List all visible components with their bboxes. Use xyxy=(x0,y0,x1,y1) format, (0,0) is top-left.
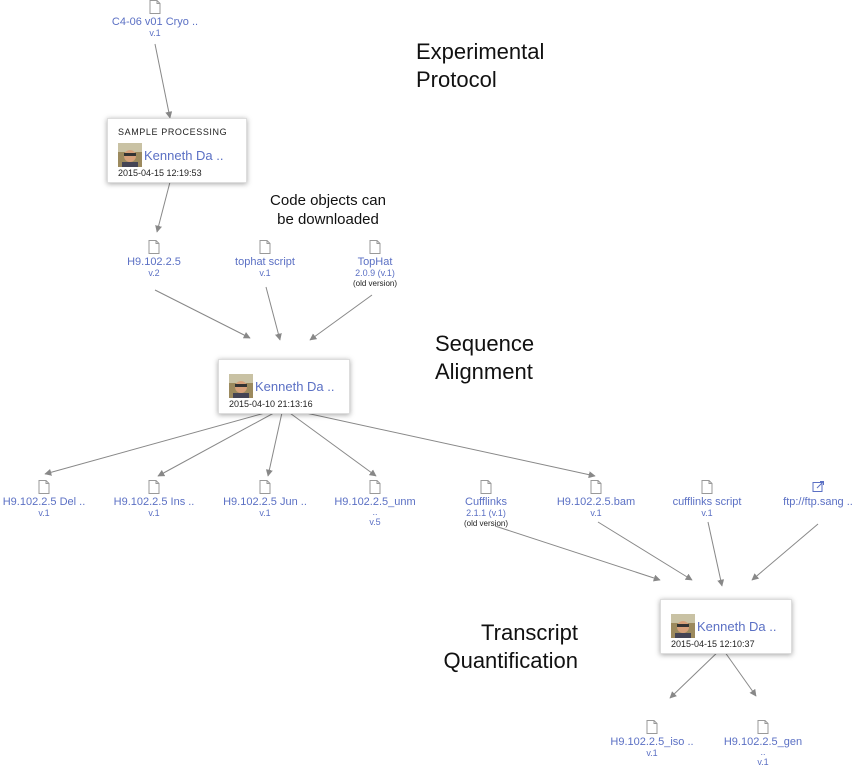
file-name[interactable]: H9.102.2.5 Del .. xyxy=(2,496,86,508)
file-name-ellipsis: .. xyxy=(760,747,766,757)
activity-sample-processing[interactable]: SAMPLE PROCESSING Kenneth Da .. 2015-04-… xyxy=(107,118,247,183)
file-name[interactable]: Cufflinks xyxy=(465,496,507,508)
external-link-icon xyxy=(812,481,824,492)
file-version[interactable]: v.1 xyxy=(590,508,602,518)
file-icon xyxy=(38,480,50,494)
edge-a2-to-unm xyxy=(282,407,377,477)
edge-h9-to-a2 xyxy=(154,289,251,339)
file-icon xyxy=(369,240,381,254)
file-icon xyxy=(646,720,658,734)
file-version[interactable]: v.1 xyxy=(259,508,271,518)
file-node-h9[interactable]: H9.102.2.5 v.2 xyxy=(94,240,214,279)
code-objects-label: Code objects can be downloaded xyxy=(270,192,386,228)
edge-c4-to-a1 xyxy=(154,43,173,119)
activity-user-link[interactable]: Kenneth Da .. xyxy=(144,147,224,163)
file-name[interactable]: H9.102.2.5_gen xyxy=(723,736,803,748)
activity-user-link[interactable]: Kenneth Da .. xyxy=(697,618,777,634)
file-name[interactable]: H9.102.2.5_unm xyxy=(334,496,416,508)
file-icon xyxy=(259,480,271,494)
file-name[interactable]: H9.102.2.5.bam xyxy=(556,496,636,508)
transcript-quantification-label: Transcript Quantification xyxy=(443,620,578,673)
file-version[interactable]: 2.1.1 (v.1) xyxy=(466,508,506,518)
file-node-ins[interactable]: H9.102.2.5 Ins .. v.1 xyxy=(94,480,214,519)
edge-a1-to-h9 xyxy=(155,181,171,233)
edge-cufflinks-to-a3 xyxy=(494,525,661,582)
avatar xyxy=(671,614,695,638)
old-version-note: (old version) xyxy=(352,279,397,288)
file-node-bam[interactable]: H9.102.2.5.bam v.1 xyxy=(536,480,656,519)
experimental-protocol-label: Experimental Protocol xyxy=(416,39,545,92)
file-icon xyxy=(148,240,160,254)
file-name[interactable]: H9.102.2.5 Ins .. xyxy=(113,496,195,508)
edge-ftp-to-a3 xyxy=(751,523,819,581)
file-node-tophat[interactable]: TopHat 2.0.9 (v.1) (old version) xyxy=(315,240,435,289)
file-node-unm[interactable]: H9.102.2.5_unm .. v.5 xyxy=(315,480,435,528)
file-node-jun[interactable]: H9.102.2.5 Jun .. v.1 xyxy=(205,480,325,519)
avatar xyxy=(229,374,253,398)
file-name[interactable]: H9.102.2.5 Jun .. xyxy=(223,496,307,508)
avatar xyxy=(118,143,142,167)
file-name[interactable]: H9.102.2.5_iso .. xyxy=(610,736,694,748)
file-icon xyxy=(369,480,381,494)
file-icon xyxy=(701,480,713,494)
file-version[interactable]: v.5 xyxy=(369,517,381,527)
file-name[interactable]: cufflinks script xyxy=(672,496,742,508)
file-version[interactable]: v.2 xyxy=(148,268,160,278)
file-version[interactable]: v.1 xyxy=(701,508,713,518)
edge-a2-to-bam xyxy=(282,407,596,479)
activity-title: SAMPLE PROCESSING xyxy=(118,127,228,137)
file-version[interactable]: v.1 xyxy=(38,508,50,518)
file-version[interactable]: v.1 xyxy=(646,748,658,758)
file-node-tophat-script[interactable]: tophat script v.1 xyxy=(205,240,325,279)
file-icon xyxy=(757,720,769,734)
old-version-note: (old version) xyxy=(463,519,508,528)
activity-timestamp: 2015-04-10 21:13:16 xyxy=(229,399,313,409)
file-node-ftp[interactable]: ftp://ftp.sang .. xyxy=(758,480,854,508)
file-node-iso[interactable]: H9.102.2.5_iso .. v.1 xyxy=(592,720,712,759)
file-icon xyxy=(149,0,161,14)
file-version[interactable]: v.1 xyxy=(757,757,769,767)
activity-timestamp: 2015-04-15 12:10:37 xyxy=(671,639,755,649)
file-node-gen[interactable]: H9.102.2.5_gen .. v.1 xyxy=(703,720,823,768)
file-name[interactable]: TopHat xyxy=(357,256,393,268)
file-name-ellipsis: .. xyxy=(372,507,378,517)
file-node-c4[interactable]: C4-06 v01 Cryo .. v.1 xyxy=(95,0,215,39)
file-name[interactable]: C4-06 v01 Cryo .. xyxy=(111,16,199,28)
file-icon xyxy=(259,240,271,254)
edge-a2-to-del xyxy=(44,407,284,476)
activity-user-link[interactable]: Kenneth Da .. xyxy=(255,378,335,394)
file-version[interactable]: 2.0.9 (v.1) xyxy=(355,268,395,278)
file-name[interactable]: tophat script xyxy=(235,256,295,268)
file-node-cufflinks[interactable]: Cufflinks 2.1.1 (v.1) (old version) xyxy=(426,480,546,529)
file-node-del[interactable]: H9.102.2.5 Del .. v.1 xyxy=(0,480,104,519)
activity-sequence-alignment[interactable]: Kenneth Da .. 2015-04-10 21:13:16 xyxy=(218,359,350,414)
activity-transcript-quantification[interactable]: Kenneth Da .. 2015-04-15 12:10:37 xyxy=(660,599,792,654)
activity-timestamp: 2015-04-15 12:19:53 xyxy=(118,168,202,178)
file-name[interactable]: H9.102.2.5 xyxy=(127,256,181,268)
sequence-alignment-label: Sequence Alignment xyxy=(435,331,535,384)
edge-tophat-script-to-a2 xyxy=(265,286,282,341)
edge-a3-to-iso xyxy=(669,647,723,699)
edge-a2-to-ins xyxy=(157,407,284,477)
file-node-cufflinks-script[interactable]: cufflinks script v.1 xyxy=(647,480,767,519)
file-version[interactable]: v.1 xyxy=(149,28,161,38)
edge-bam-to-a3 xyxy=(597,521,693,581)
file-icon xyxy=(148,480,160,494)
file-name[interactable]: ftp://ftp.sang .. xyxy=(783,496,853,508)
file-version[interactable]: v.1 xyxy=(148,508,160,518)
file-icon xyxy=(590,480,602,494)
file-icon xyxy=(480,480,492,494)
edge-a2-to-jun xyxy=(265,407,284,477)
edge-a3-to-gen xyxy=(721,647,757,697)
edge-cuffscript-to-a3 xyxy=(707,521,725,587)
edge-tophat-to-a2 xyxy=(309,294,373,341)
file-version[interactable]: v.1 xyxy=(259,268,271,278)
